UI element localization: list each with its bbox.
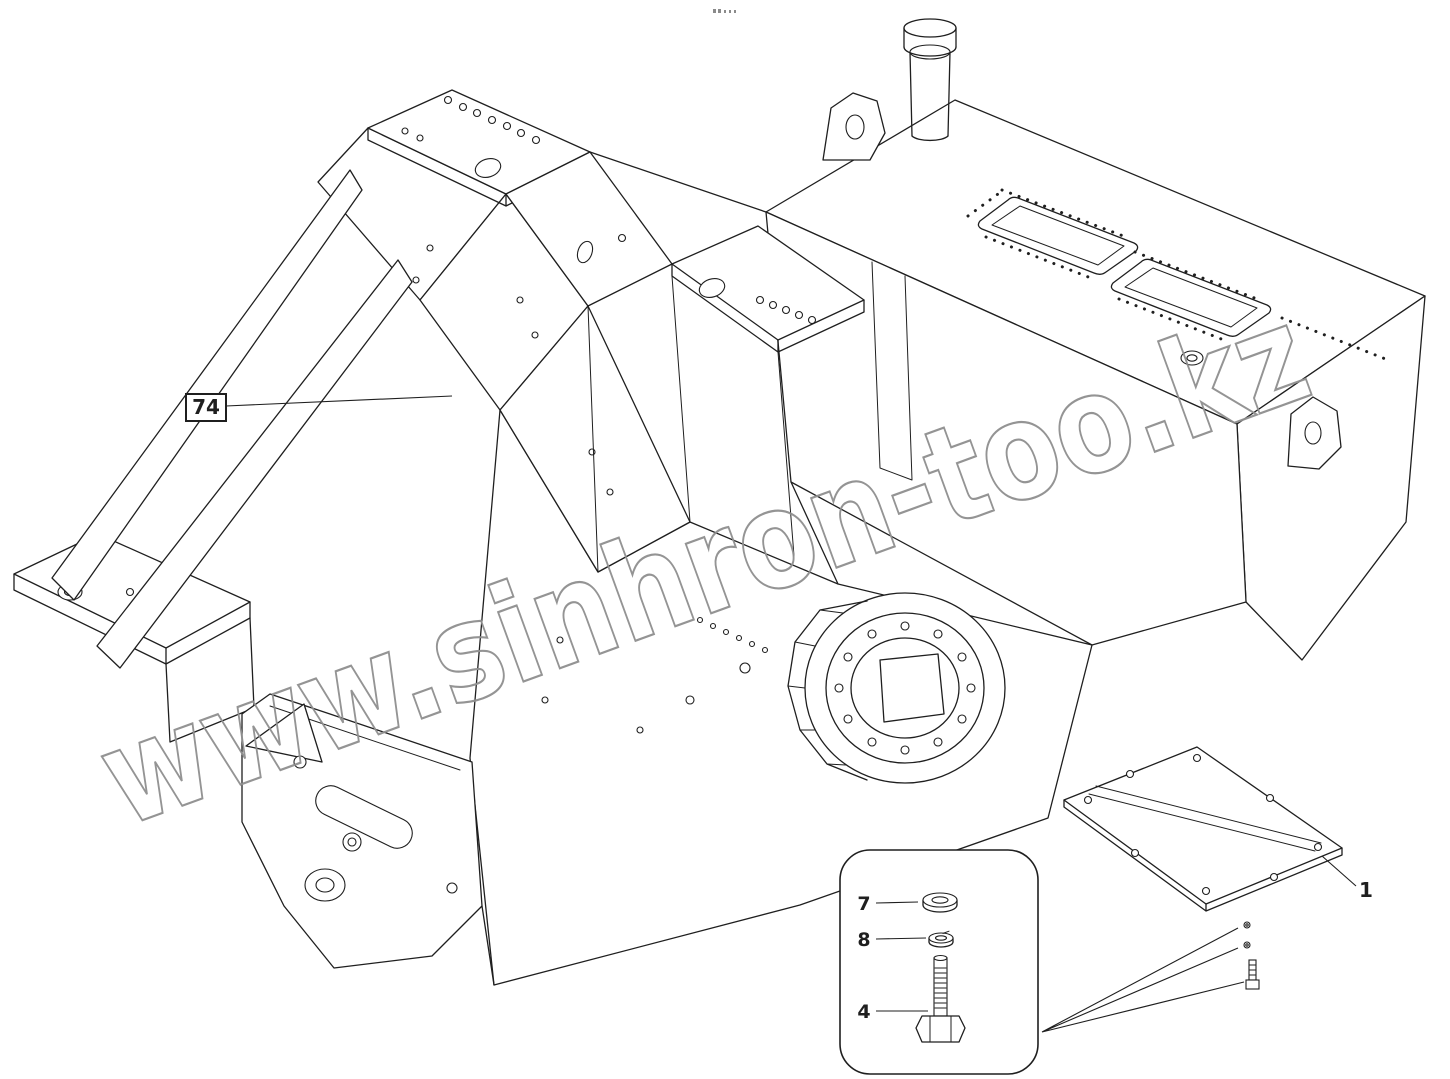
- drum-hub: [787, 592, 1006, 784]
- washer: [922, 892, 958, 913]
- callout-4-label: 4: [857, 1001, 870, 1023]
- main-deck: [317, 89, 865, 573]
- small-bolt: [1245, 959, 1260, 990]
- frame-lower-arm: [241, 693, 495, 986]
- fastener-leader-lines: [1041, 927, 1245, 1033]
- filler-neck: [903, 18, 957, 142]
- hub-square-opening: [879, 653, 945, 723]
- loose-fasteners: [1041, 921, 1260, 1033]
- callout-1-label: 1: [1359, 878, 1373, 902]
- deck-platform-b: [671, 225, 865, 353]
- frame-legs: [165, 617, 303, 745]
- print-artifact-marks: [713, 9, 736, 13]
- callout-7-label: 7: [857, 893, 870, 915]
- tank-hatch-2: [1110, 258, 1272, 337]
- tank-hatch-1: [977, 196, 1139, 275]
- frame-rail-upper: [51, 169, 363, 601]
- deck-to-tank-ridge: [589, 151, 767, 213]
- front-frame-section: [13, 169, 495, 986]
- hub-bolt-circle: [834, 621, 976, 755]
- callout-74-label: 74: [192, 395, 220, 419]
- frame-rail-lower: [96, 259, 413, 669]
- callout-1: 1: [1321, 855, 1373, 902]
- cover-plate: [1063, 746, 1343, 912]
- callout-74: 74: [185, 393, 453, 422]
- bolt: [915, 954, 966, 1043]
- lifting-lug-right: [1287, 396, 1342, 470]
- callout-74-leader: [225, 395, 453, 407]
- hatch-stud-rows: [966, 188, 1390, 362]
- tank-front-face: [765, 211, 1247, 646]
- tank-top-flange: [1180, 350, 1204, 366]
- callout-74-box: [185, 393, 227, 422]
- fuel-tank: [765, 18, 1426, 661]
- lifting-lug-left: [822, 92, 886, 161]
- callout-8-label: 8: [857, 929, 870, 951]
- lock-washer: [928, 930, 954, 948]
- detail-inset: 7 8 4: [839, 849, 1039, 1075]
- deck-platform-a: [367, 89, 591, 207]
- callout-1-leader: [1321, 855, 1357, 887]
